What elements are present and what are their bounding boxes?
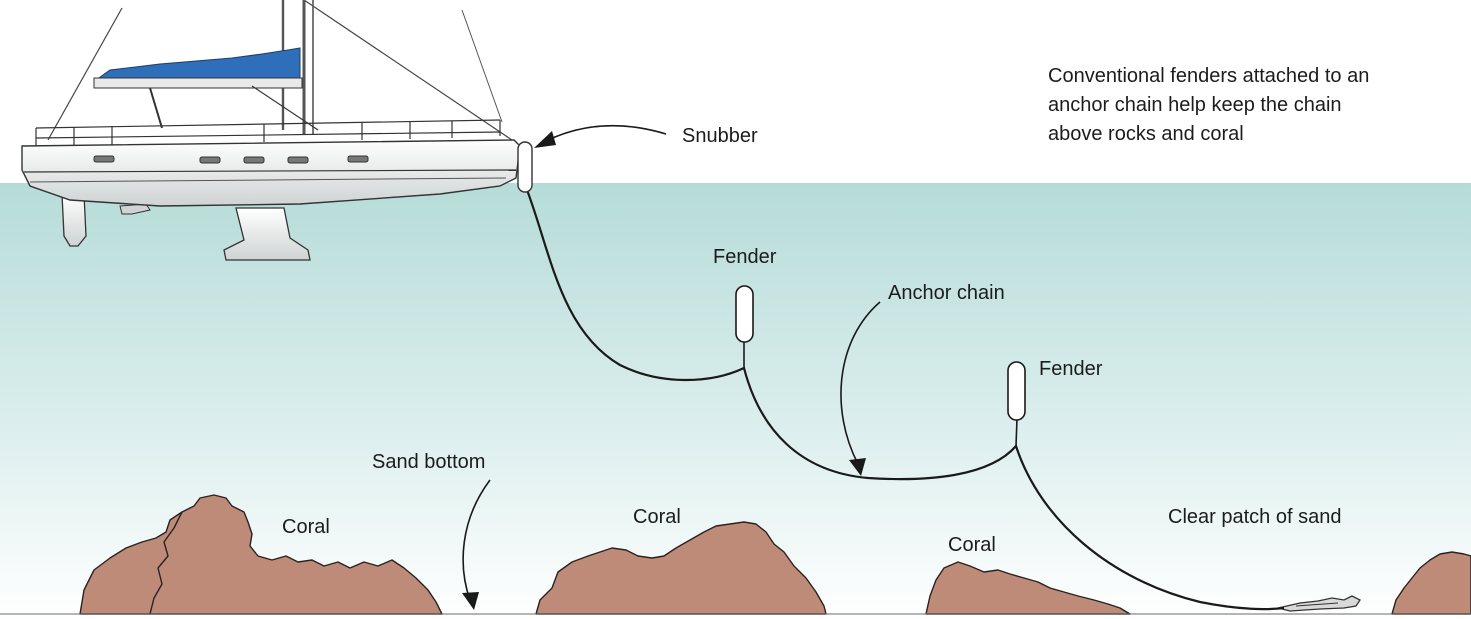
clear-patch-label: Clear patch of sand (1168, 506, 1342, 528)
fender-right-tether (1015, 417, 1018, 447)
sand-bottom-arrowhead (462, 592, 479, 610)
callout-arrows (462, 124, 881, 601)
forestay (303, 0, 513, 141)
stay-right (461, 9, 503, 123)
arrowheads (462, 131, 866, 610)
coral-label-3: Coral (948, 534, 996, 556)
bimini-frame (93, 77, 303, 89)
snubber-arrowhead (534, 131, 556, 148)
snubber-arrow (543, 124, 667, 143)
bow-fender (517, 141, 533, 193)
fender-left (735, 285, 754, 343)
backstay (47, 7, 123, 141)
caption-line-2: anchor chain help keep the chain (1048, 94, 1342, 116)
coral-right (925, 561, 1131, 615)
anchor-icon (1277, 595, 1361, 612)
coral-far-right (1391, 551, 1471, 615)
sand-bottom-arrow (462, 479, 491, 601)
boot-stripe (29, 177, 507, 183)
anchor-chain-arrow (840, 301, 881, 465)
sand-bottom-label: Sand bottom (372, 451, 486, 473)
lifelines (35, 119, 501, 148)
diagram-caption: Conventional fenders attached to an anch… (1048, 62, 1369, 149)
anchor-chain-line (525, 189, 1285, 611)
coral-left (79, 494, 443, 615)
fender-right-label: Fender (1039, 358, 1103, 380)
coral-center (535, 521, 827, 615)
coral-label-1: Coral (282, 516, 330, 538)
fender-left-label: Fender (713, 246, 777, 268)
fender-right (1007, 361, 1026, 421)
rudder (61, 193, 87, 247)
coral-label-2: Coral (633, 506, 681, 528)
coral-group (79, 494, 1471, 615)
anchor-chain-label: Anchor chain (888, 282, 1005, 304)
snubber-label: Snubber (682, 125, 758, 147)
boom-strut (251, 85, 319, 131)
sailboat (21, 0, 533, 261)
sheer-line (23, 169, 517, 173)
bimini-canopy (94, 47, 301, 81)
keel (223, 207, 311, 261)
bimini-strut (149, 87, 163, 129)
caption-line-1: Conventional fenders attached to an (1048, 65, 1370, 87)
caption-line-3: above rocks and coral (1048, 123, 1244, 145)
coral-left-crack (149, 511, 183, 615)
portlights (93, 155, 369, 164)
anchor-chain-arrowhead (849, 458, 866, 476)
